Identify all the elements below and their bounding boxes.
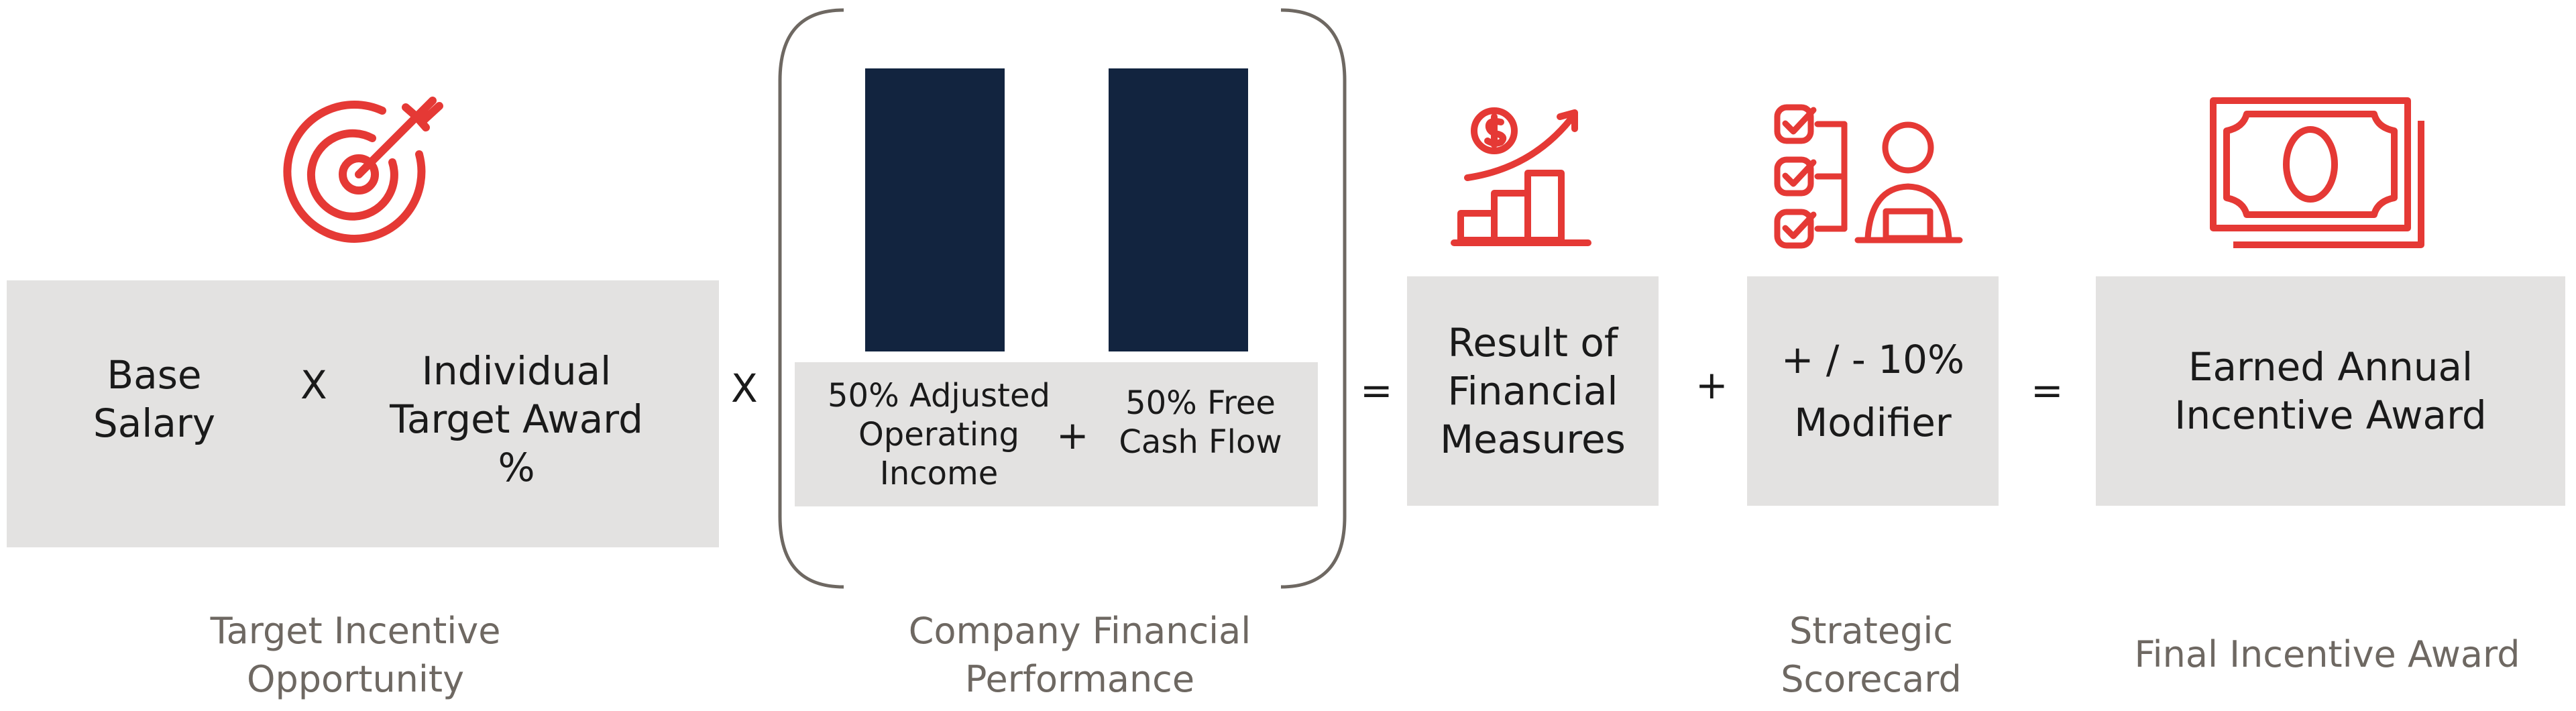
- company-metrics-box: [795, 362, 1318, 506]
- target-incentive-box: [7, 280, 719, 547]
- target-icon: [283, 97, 443, 243]
- right-bracket: [1280, 8, 1347, 589]
- adjusted-operating-income-label: 50% Adjusted Operating Income: [828, 376, 1050, 492]
- base-salary-label: Base Salary: [93, 352, 216, 446]
- individual-target-award-label: Individual Target Award %: [390, 348, 643, 490]
- equals-operator-2: =: [2031, 368, 2064, 413]
- plus-operator-outer: +: [1695, 362, 1728, 408]
- equals-operator-1: =: [1360, 368, 1393, 413]
- financial-growth-icon: [1451, 107, 1591, 246]
- modifier-box: + / - 10% Modifier: [1747, 276, 1999, 506]
- money-bill-icon: [2210, 97, 2424, 248]
- caption-target-incentive-opportunity: Target Incentive Opportunity: [210, 610, 501, 700]
- earned-annual-incentive-award-box: Earned Annual Incentive Award: [2096, 276, 2565, 506]
- caption-company-financial-performance: Company Financial Performance: [908, 610, 1251, 700]
- caption-strategic-scorecard: Strategic Scorecard: [1781, 610, 1962, 700]
- multiply-operator-outer: X: [731, 366, 758, 411]
- free-cash-flow-label: 50% Free Cash Flow: [1119, 384, 1282, 461]
- plus-operator-inner: +: [1056, 413, 1089, 458]
- left-bracket: [778, 8, 844, 589]
- result-financial-measures-box: Result of Financial Measures: [1407, 276, 1659, 506]
- caption-final-incentive-award: Final Incentive Award: [2134, 633, 2520, 675]
- adjusted-operating-income-bar: [865, 68, 1005, 351]
- multiply-operator: X: [300, 362, 327, 408]
- scorecard-icon: [1774, 104, 1963, 249]
- free-cash-flow-bar: [1109, 68, 1248, 351]
